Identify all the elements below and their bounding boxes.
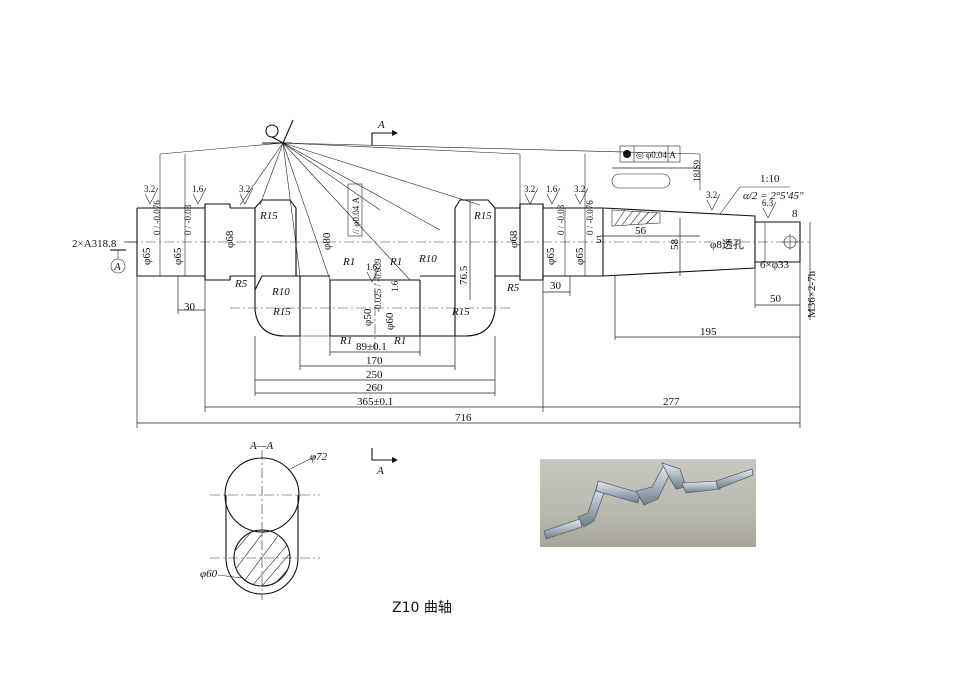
svg-text:R15: R15 [451,306,470,318]
figure-caption: Z10 曲轴 [392,600,452,616]
svg-text:76.5: 76.5 [458,265,470,285]
svg-text:1.6: 1.6 [390,280,400,292]
svg-text:5: 5 [596,234,602,246]
crankshaft-render-shape [543,462,754,540]
svg-text:0 / -0.03: 0 / -0.03 [183,204,193,235]
tolerance-frame-concentricity: ◎ φ0.04 A [619,145,681,163]
left-callout: 2×A318.8 [72,238,117,250]
svg-text:R1: R1 [339,335,352,347]
svg-text:φ65: φ65 [574,247,586,265]
svg-text:6×φ33: 6×φ33 [760,259,790,271]
svg-text:R5: R5 [234,278,248,290]
svg-text:φ68: φ68 [508,230,520,248]
svg-text:φ60: φ60 [200,568,218,580]
svg-text:89±0.1: 89±0.1 [356,341,387,353]
svg-text:0 / -0.076: 0 / -0.076 [585,200,595,235]
svg-text:3.2: 3.2 [144,184,155,194]
svg-text:250: 250 [366,369,383,381]
tolerance-frame-parallel: // φ0.04 A [347,183,363,237]
svg-text:1:10: 1:10 [760,173,780,185]
svg-text:50: 50 [770,293,782,305]
svg-text:φ68: φ68 [224,230,236,248]
svg-text:3.2: 3.2 [706,190,717,200]
svg-text:-0.025 / -0.039: -0.025 / -0.039 [373,258,383,312]
svg-text:170: 170 [366,355,383,367]
svg-text:A: A [376,465,384,477]
svg-text:A: A [377,119,385,131]
radius-labels: R15 R15 R15 R15 R10 R10 R5 R5 R1 R1 R1 R… [234,210,520,347]
svg-text:277: 277 [663,396,680,408]
taper-note: 1:10 α/2 = 2°5′45″ [719,173,804,215]
svg-text:A: A [113,261,121,273]
datum-marker: A [110,249,126,274]
svg-text:365±0.1: 365±0.1 [357,396,393,408]
section-mark-top: A [371,119,398,145]
svg-text:195: 195 [700,326,717,338]
svg-text:30: 30 [184,301,196,313]
crankshaft-3d-render [540,459,756,547]
svg-text:1.6: 1.6 [366,262,378,272]
svg-text:φ50: φ50 [362,308,374,326]
svg-text:φ65: φ65 [545,247,557,265]
svg-text:260: 260 [366,382,383,394]
keyway-detail: 18JS9 [611,159,702,189]
svg-text:◎ φ0.04 A: ◎ φ0.04 A [636,150,676,160]
svg-text:0 / -0.076: 0 / -0.076 [152,200,162,235]
dimension-lines [136,142,811,428]
svg-text:R1: R1 [393,335,406,347]
svg-text:// φ0.04 A: // φ0.04 A [351,197,361,234]
svg-text:6.3: 6.3 [762,198,774,208]
svg-text:0 / -0.03: 0 / -0.03 [556,204,566,235]
svg-text:φ65: φ65 [172,247,184,265]
svg-text:φ65: φ65 [141,247,153,265]
svg-text:3.2: 3.2 [239,184,250,194]
svg-text:R1: R1 [342,256,355,268]
svg-text:A—A: A—A [249,440,274,452]
svg-text:R15: R15 [473,210,492,222]
length-labels: 30 30 89±0.1 170 250 260 365±0.1 716 277… [184,208,798,424]
svg-text:M36×2-7h: M36×2-7h [806,270,818,318]
diameter-labels: φ65 0 / -0.076 φ65 0 / -0.03 φ68 φ80 φ50… [141,200,818,330]
svg-text:φ80: φ80 [321,232,333,250]
svg-text:18JS9: 18JS9 [692,159,702,182]
svg-text:1.6: 1.6 [546,184,558,194]
svg-text:α/2 = 2°5′45″: α/2 = 2°5′45″ [743,190,804,202]
roughness-symbols: 3.2 1.6 3.2 3.2 1.6 3.2 3.2 6.3 1.6 1.6 [144,184,777,292]
svg-text:56: 56 [635,225,647,237]
svg-text:3.2: 3.2 [574,184,585,194]
svg-text:R1: R1 [389,256,402,268]
svg-text:8: 8 [792,208,798,220]
svg-text:R15: R15 [259,210,278,222]
svg-text:3.2: 3.2 [524,184,535,194]
svg-text:R10: R10 [418,253,437,265]
svg-text:R5: R5 [506,282,520,294]
svg-text:30: 30 [550,280,562,292]
svg-text:58: 58 [669,239,681,251]
svg-text:φ60: φ60 [384,312,396,330]
section-view: A—A φ72 φ60 [200,440,328,600]
svg-text:1.6: 1.6 [192,184,204,194]
dial-indicator-icon [262,119,294,144]
svg-text:φ72: φ72 [310,451,328,463]
svg-text:716: 716 [455,412,472,424]
section-mark-bottom: A [371,448,398,477]
svg-text:R10: R10 [271,286,290,298]
svg-text:φ8透孔: φ8透孔 [710,238,744,251]
svg-text:R15: R15 [272,306,291,318]
